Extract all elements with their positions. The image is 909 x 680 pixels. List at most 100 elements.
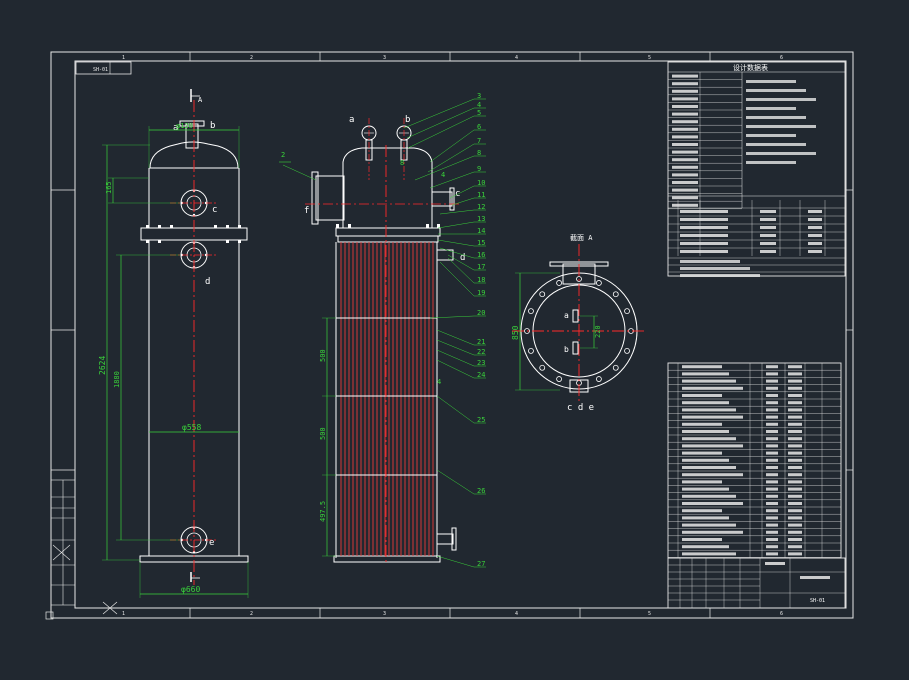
nozzle-row-text-6: [680, 250, 728, 253]
part-callouts: 3456789101112131415161718192021222324252…: [403, 92, 486, 568]
nozzle-row-val-5: [760, 242, 776, 245]
callout-number-20: 20: [477, 309, 485, 317]
parts-row-name-9: [682, 422, 722, 426]
title-block[interactable]: SH-01: [667, 557, 846, 609]
spec-table-rows: [668, 72, 845, 277]
callout-leader-3: [403, 98, 475, 129]
left-label-a: a: [173, 123, 178, 133]
callout-number-24: 24: [477, 371, 485, 379]
callout-number-23: 23: [477, 359, 485, 367]
mid-label-f: f: [304, 206, 309, 216]
callout-leader-12: [439, 209, 475, 215]
middle-section-view[interactable]: a b f c d 2 8 4 4 500 500 497.5 34567891…: [279, 92, 486, 568]
parts-row-qty-24: [788, 530, 802, 534]
parts-row-qty-15: [788, 466, 802, 469]
parts-row-qty-17: [788, 480, 802, 484]
callout-number-8: 8: [477, 149, 481, 157]
zone-label-bottom-4: 4: [515, 611, 518, 617]
section-dim-850: 850: [511, 325, 520, 340]
left-label-e: e: [209, 538, 214, 548]
parts-row-name-20: [682, 502, 743, 505]
parts-row-qty-23: [788, 523, 802, 527]
left-dim-shell: φ558: [182, 423, 201, 432]
spec-table[interactable]: 设计数据表: [667, 61, 846, 277]
parts-row-qty-2: [788, 372, 802, 376]
callout-number-3: 3: [477, 92, 481, 100]
zone-label-bottom-2: 2: [250, 611, 253, 617]
parts-list[interactable]: [667, 362, 842, 559]
callout-number-22: 22: [477, 348, 485, 356]
zone-label-bottom-5: 5: [648, 611, 651, 617]
section-bolt-9: [524, 328, 530, 334]
zone-labels-bottom: 1 2 3 4 5 6: [122, 611, 783, 617]
section-dim-220: 220: [594, 325, 602, 338]
nozzle-row-text-1: [680, 210, 728, 213]
parts-row-mat-22: [766, 516, 778, 520]
left-dim-total: 2624: [98, 356, 107, 375]
callout-leader-11: [451, 197, 475, 206]
callout-leader-8: [414, 155, 475, 181]
parts-row-name-21: [682, 509, 722, 513]
spec-table-title: 设计数据表: [733, 63, 768, 72]
parts-row-mat-6: [766, 401, 778, 405]
callout-leader-27: [436, 555, 475, 568]
title-drawing-name: [800, 576, 830, 579]
zone-label-bottom-3: 3: [383, 611, 386, 617]
section-marker-top: [190, 89, 200, 102]
left-dimensions: [102, 126, 249, 598]
left-elevation-view[interactable]: A a b c d e φ120 165: [98, 89, 249, 598]
nozzle-row-val-2: [760, 218, 776, 221]
parts-row-name-25: [682, 538, 722, 541]
mid-outlet-c-flange: [449, 187, 455, 211]
parts-list-rows: [668, 363, 841, 558]
mid-label-d: d: [460, 253, 465, 263]
parts-row-name-18: [682, 487, 729, 491]
notes-text-1: [680, 260, 740, 263]
spec-row-text-8: [672, 127, 698, 131]
nozzle-row-std-3: [808, 226, 822, 229]
section-bolt-14: [595, 280, 602, 286]
mid-side-nozzle-e-flange: [451, 527, 457, 551]
left-revision-strip: [50, 479, 76, 606]
callout-number-21: 21: [477, 338, 485, 346]
section-bolt-11: [539, 291, 546, 298]
left-dim-base: φ660: [181, 585, 200, 594]
spec-row-text-5: [672, 105, 698, 108]
callout-leader-7: [427, 143, 475, 173]
parts-row-mat-15: [766, 466, 778, 469]
spec-note-5: [746, 116, 806, 119]
spec-row-text-1: [672, 74, 698, 78]
zone-label-bottom-6: 6: [780, 611, 783, 617]
parts-row-name-7: [682, 408, 736, 412]
zone-labels-top: 1 2 3 4 5 6: [122, 55, 783, 61]
parts-row-mat-23: [766, 523, 778, 527]
zone-label-top-4: 4: [515, 55, 518, 61]
spec-note-2: [746, 89, 806, 92]
nozzle-row-text-4: [680, 234, 728, 237]
left-top-nozzle: [185, 123, 199, 149]
callout-number-19: 19: [477, 289, 485, 297]
section-a-view[interactable]: 截面 A 850 220 a b c d e: [511, 233, 646, 413]
zone-label-bottom-1: 1: [122, 611, 125, 617]
parts-row-qty-16: [788, 473, 802, 477]
spec-note-7: [746, 134, 796, 137]
callout-number-6: 6: [477, 123, 481, 131]
callout-leader-22: [436, 339, 475, 356]
mid-label-b: b: [405, 115, 410, 125]
inner-frame: [74, 60, 847, 609]
callout-number-14: 14: [477, 227, 485, 235]
mid-lower-flange: [337, 235, 439, 243]
callout-number-26: 26: [477, 487, 485, 495]
zone-label-top-6: 6: [780, 55, 783, 61]
parts-row-qty-13: [788, 451, 802, 455]
parts-row-mat-17: [766, 480, 778, 484]
section-bottom-labels: c d e: [567, 403, 594, 413]
callout-number-16: 16: [477, 251, 485, 259]
callout-leader-4: [406, 107, 475, 139]
spec-row-text-4: [672, 97, 698, 101]
left-label-d: d: [205, 277, 210, 287]
left-flange-bolts: [146, 225, 241, 243]
parts-row-qty-20: [788, 502, 802, 505]
